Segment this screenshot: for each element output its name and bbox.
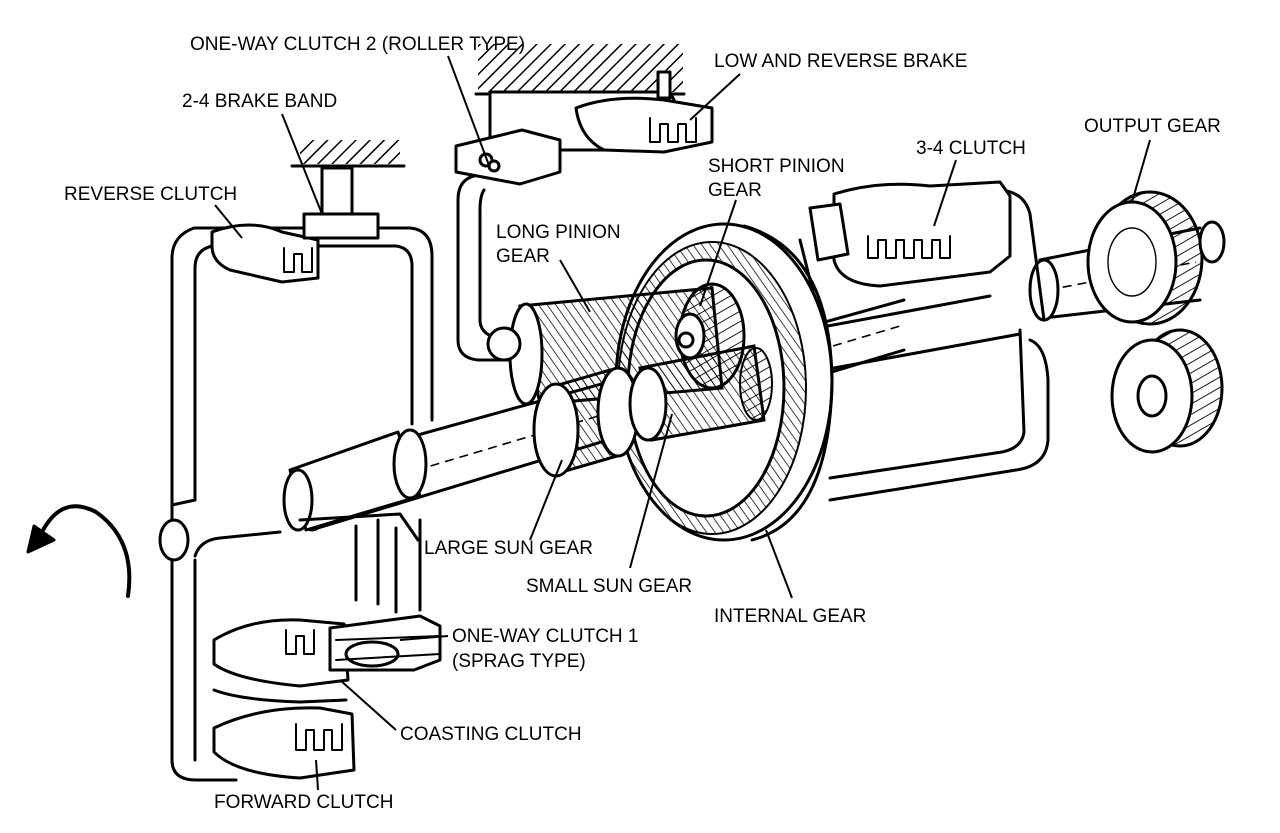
front-drum bbox=[158, 498, 422, 614]
label-short-pinion-2: GEAR bbox=[708, 180, 762, 201]
label-forward-clutch: FORWARD CLUTCH bbox=[214, 792, 393, 813]
label-output-gear: OUTPUT GEAR bbox=[1084, 116, 1221, 137]
label-reverse-clutch: REVERSE CLUTCH bbox=[64, 184, 237, 205]
label-3-4-clutch: 3-4 CLUTCH bbox=[916, 138, 1026, 159]
label-short-pinion-1: SHORT PINION bbox=[708, 156, 845, 177]
clutch-3-4-housing bbox=[808, 180, 1012, 288]
output-gear bbox=[1086, 190, 1226, 326]
label-one-way-clutch-1: ONE-WAY CLUTCH 1 bbox=[452, 626, 639, 647]
coasting-clutch-housing bbox=[212, 618, 350, 704]
reverse-clutch-drum bbox=[170, 166, 434, 782]
label-internal-gear: INTERNAL GEAR bbox=[714, 606, 866, 627]
label-large-sun-gear: LARGE SUN GEAR bbox=[424, 538, 593, 559]
label-small-sun-gear: SMALL SUN GEAR bbox=[526, 576, 692, 597]
idler-gear bbox=[1110, 328, 1224, 454]
label-low-reverse-brake: LOW AND REVERSE BRAKE bbox=[714, 51, 967, 72]
one-way-clutch-1-sprag bbox=[328, 614, 442, 672]
curved-arrow-icon bbox=[26, 504, 132, 598]
leader-lines bbox=[214, 55, 1151, 791]
label-coasting-clutch: COASTING CLUTCH bbox=[400, 724, 582, 745]
large-sun-gear bbox=[532, 366, 640, 478]
label-long-pinion-2: GEAR bbox=[496, 246, 550, 267]
forward-clutch-housing bbox=[212, 706, 356, 780]
label-2-4-brake-band: 2-4 BRAKE BAND bbox=[182, 91, 337, 112]
case-ground-2-4-band bbox=[290, 140, 406, 168]
label-sprag-type: (SPRAG TYPE) bbox=[452, 651, 586, 672]
low-reverse-brake-housing bbox=[454, 70, 714, 362]
labels: ONE-WAY CLUTCH 2 (ROLLER TYPE) LOW AND R… bbox=[64, 34, 1221, 813]
label-one-way-clutch-2: ONE-WAY CLUTCH 2 (ROLLER TYPE) bbox=[190, 34, 525, 55]
label-long-pinion-1: LONG PINION bbox=[496, 222, 621, 243]
